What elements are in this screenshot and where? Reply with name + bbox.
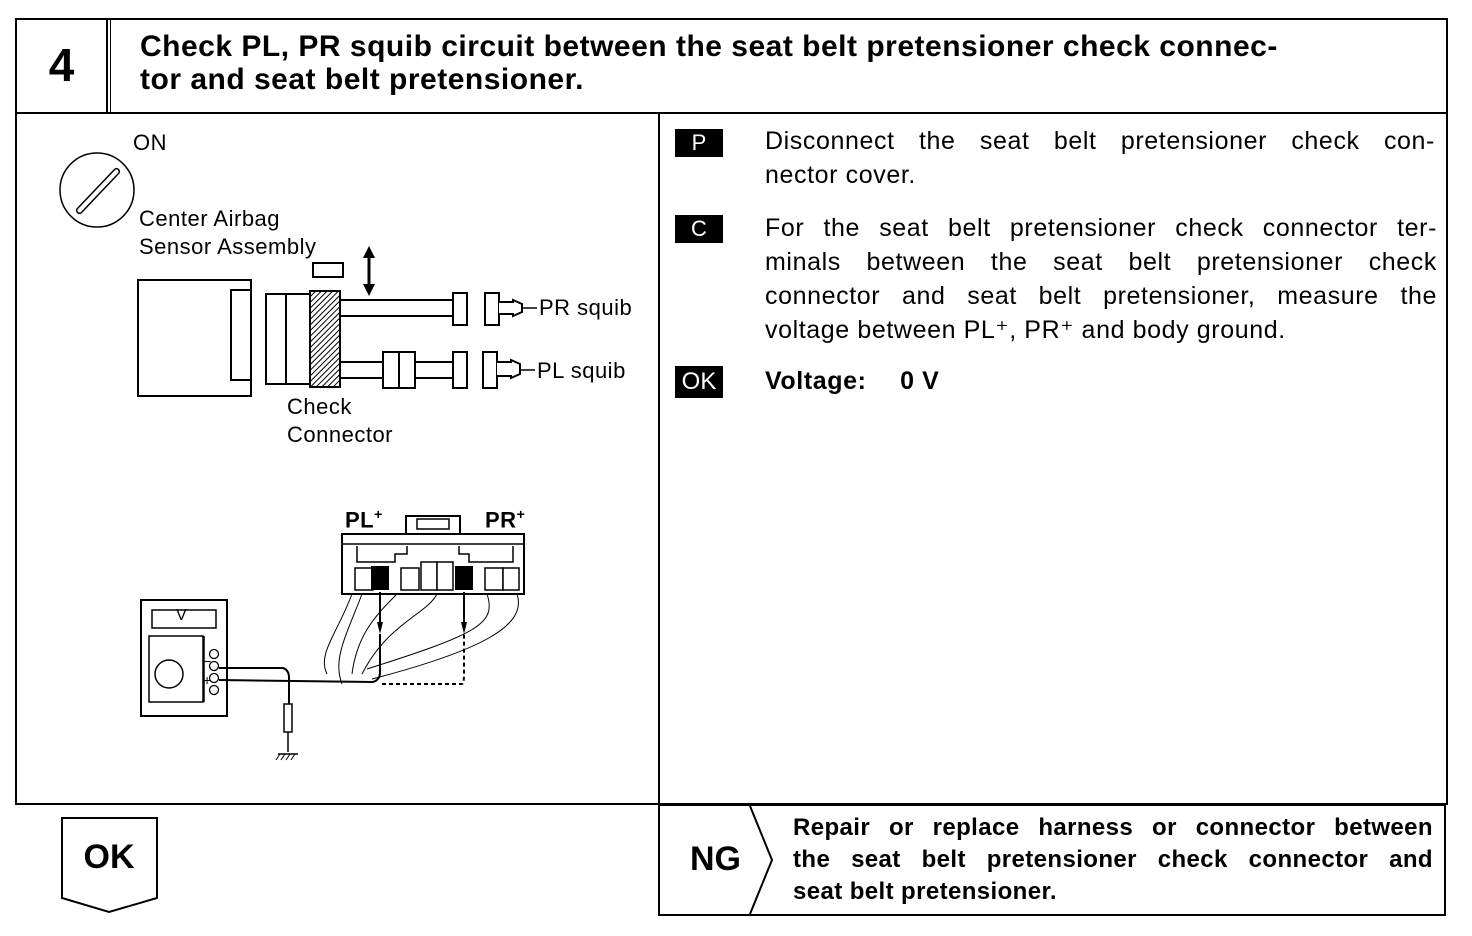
ok-result-arrow (61, 817, 158, 914)
airbag-sensor-assembly (137, 279, 252, 397)
pl-squib-label: PL squib (537, 358, 626, 383)
instruction-c: For the seat belt pretensioner check con… (765, 214, 1437, 344)
tag-p: P (675, 129, 723, 157)
step-number-divider (106, 18, 108, 114)
ignition-label: ON (133, 130, 167, 155)
ng-result-divider (749, 806, 774, 914)
tag-c: C (675, 215, 723, 243)
step-number: 4 (48, 39, 75, 91)
ng-result-text: Repair or replace harness or connector b… (793, 814, 1433, 905)
ignition-switch-icon (59, 152, 135, 228)
connector-cover (312, 262, 344, 278)
content-divider (658, 112, 660, 805)
ground-icon (275, 753, 298, 761)
pl-plus-label: PL+ (345, 506, 383, 533)
pr-plus-label: PR+ (485, 506, 526, 533)
instruction-ok: Voltage: 0 V (765, 364, 939, 398)
voltmeter-icon (140, 599, 228, 717)
check-connector-label-line2: Connector (287, 422, 394, 447)
instruction-p: Disconnect the seat belt pretensioner ch… (765, 127, 1435, 189)
cover-remove-arrow-icon (363, 246, 375, 296)
step-number-divider-inner (110, 18, 111, 114)
sensor-label-line2: Sensor Assembly (139, 234, 317, 259)
connector-face (323, 515, 525, 685)
ng-result-box (658, 804, 1446, 916)
step-title-line2: tor and seat belt pretensioner. (140, 63, 584, 96)
voltage-label: Voltage: (765, 367, 867, 395)
voltage-value: 0 V (900, 367, 940, 395)
ok-result-label: OK (83, 838, 135, 876)
tag-ok: OK (675, 366, 723, 398)
step-header (15, 18, 1448, 114)
ng-result-label: NG (690, 840, 741, 878)
wiring-diagram (59, 152, 537, 761)
check-connector (309, 290, 341, 388)
meter-v-label: V (176, 607, 188, 624)
meter-plus-label: + (203, 672, 212, 688)
check-connector-label-line1: Check (287, 394, 352, 419)
pr-squib-label: PR squib (539, 295, 633, 320)
meter-minus-label: − (203, 653, 212, 669)
step-title-line1: Check PL, PR squib circuit between the s… (140, 30, 1278, 63)
sensor-label-line1: Center Airbag (139, 206, 281, 231)
